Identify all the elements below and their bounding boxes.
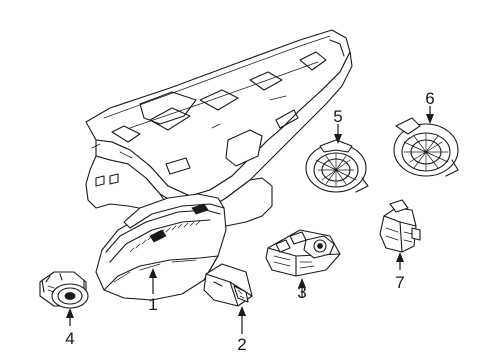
- ignition-switch-part-4: [39, 271, 89, 309]
- callout-4: 4: [65, 308, 75, 348]
- callout-label-2: 2: [237, 335, 246, 354]
- callout-1: 1: [148, 268, 158, 314]
- callout-label-6: 6: [425, 89, 434, 108]
- speaker-part-5: [305, 139, 369, 193]
- speaker-part-6: [393, 117, 459, 177]
- callout-label-3: 3: [297, 283, 306, 302]
- instrument-panel-part: [85, 29, 353, 227]
- callout-label-4: 4: [65, 329, 74, 348]
- switch-assembly-part-3: [265, 229, 341, 277]
- instrument-cluster-part: [95, 193, 227, 301]
- callout-label-5: 5: [333, 107, 342, 126]
- connector-part-7: [379, 199, 421, 253]
- callout-5: 5: [333, 107, 343, 144]
- callout-label-7: 7: [395, 273, 404, 292]
- callout-2: 2: [237, 306, 247, 354]
- callout-3: 3: [297, 278, 307, 302]
- callout-6: 6: [425, 89, 435, 124]
- switch-part-2: [203, 263, 253, 307]
- callout-label-1: 1: [148, 295, 157, 314]
- callout-7: 7: [395, 252, 405, 292]
